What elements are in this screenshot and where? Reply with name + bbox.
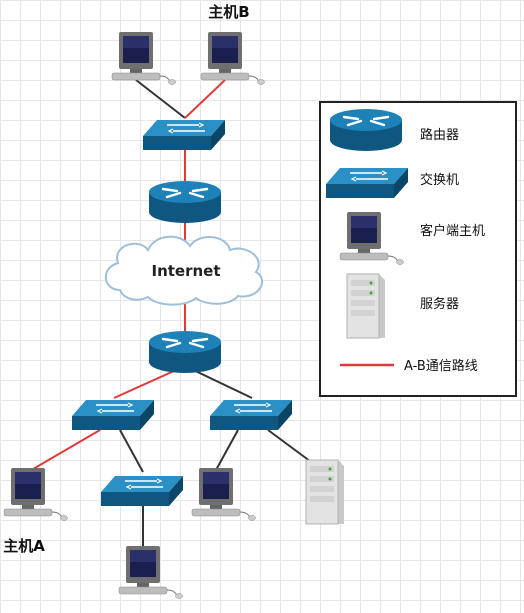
host-a-pc [3, 467, 68, 521]
path-hostb-switch [184, 79, 226, 119]
legend-server-icon [346, 273, 386, 339]
host-b-label: 主机B [208, 3, 249, 21]
switch-right [209, 399, 293, 431]
switch-sub [100, 475, 184, 507]
legend-path-label: A-B通信路线 [404, 358, 478, 374]
client-pc-bottom [118, 545, 183, 599]
path-switch-hosta [27, 429, 101, 473]
switch-top [142, 119, 226, 151]
legend-router-icon [328, 107, 404, 153]
link-left-switch-sub-switch [119, 429, 144, 473]
link-right-switch-pc [215, 429, 239, 471]
legend-switch-icon [325, 167, 409, 199]
switch-left [71, 399, 155, 431]
router-bottom [147, 329, 223, 375]
router-top [147, 179, 223, 225]
link-pc-top-left-switch [135, 79, 186, 119]
internet-label: Internet [151, 262, 220, 280]
server-device [305, 459, 345, 525]
internet-cloud: Internet [104, 235, 263, 306]
legend-server-label: 服务器 [420, 296, 459, 312]
legend-client-label: 客户端主机 [420, 223, 485, 239]
client-pc-right [191, 467, 256, 521]
client-pc-top-left [111, 31, 176, 85]
host-a-label: 主机A [3, 537, 45, 555]
legend-switch-label: 交换机 [420, 172, 459, 188]
legend-router-label: 路由器 [420, 127, 459, 143]
legend: 路由器 交换机 客户端主机 服务器 A-B通信路线 [319, 101, 517, 397]
host-b-pc [200, 31, 265, 85]
